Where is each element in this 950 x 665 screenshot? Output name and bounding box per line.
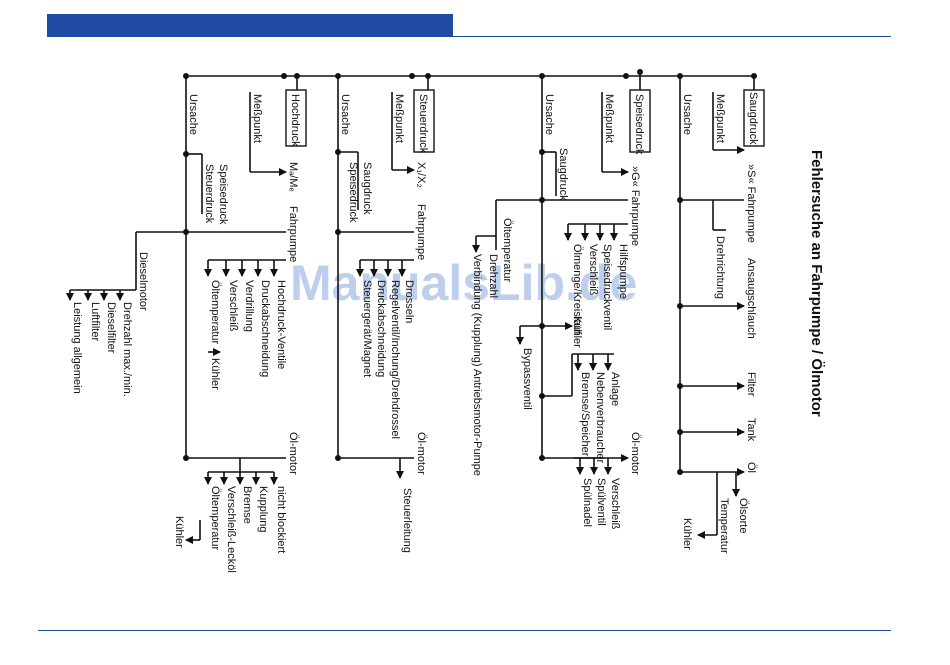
steuergeraet-label: Steuergerät/Magnet (361, 280, 373, 377)
anlage-label: Anlage (609, 372, 621, 406)
hochdruck-box-label: Hochdruck (289, 94, 301, 147)
speisedruckventil-label: Speisedruckventil (601, 244, 613, 330)
bypassventil-label: Bypassventil (521, 348, 533, 410)
oelsorte-label: Ölsorte (737, 498, 749, 533)
node (677, 303, 683, 309)
nicht-blockiert-label: nicht blockiert (275, 486, 287, 553)
hochdruckventile-label: Hochdruck-Ventile (275, 280, 287, 369)
tank-label: Tank (745, 418, 757, 442)
drehrichtung-label-col1: Drehrichtung (714, 236, 726, 299)
node (677, 469, 683, 475)
filter-label: Filter (745, 372, 757, 397)
header-rule (453, 36, 891, 37)
spuelventil-label: Spülventil (595, 478, 607, 526)
oel-label: Öl (745, 462, 757, 473)
bremsespeicher-label: Bremse/Speicher (579, 372, 591, 457)
ursache-label-col1: Ursache (681, 94, 693, 135)
node (183, 455, 189, 461)
node (677, 429, 683, 435)
verschleiss-label-col2: Verschleiß (587, 244, 599, 296)
node (677, 383, 683, 389)
drehzahl-label: Drehzahl (487, 254, 499, 298)
node (623, 73, 629, 79)
hilfspumpe-label: Hilfspumpe (617, 244, 629, 299)
mame-label: Mₐ/Mₑ (287, 162, 299, 192)
node (183, 151, 189, 157)
node (281, 73, 287, 79)
saugdruck-box-label: Saugdruck (747, 92, 759, 145)
node (409, 73, 415, 79)
node (539, 323, 545, 329)
hochdruck-box (285, 89, 307, 147)
verschleiss-leckoel-label: Verschleiß-Lecköl (225, 486, 237, 573)
saugdruck-label-col2: Saugdruck (557, 148, 569, 201)
fahrpumpe-label-col4: Fahrpumpe (287, 206, 299, 262)
oelmotor-label-col2: Öl-motor (629, 432, 641, 475)
ansaugschlauch-label: Ansaugschlauch (745, 258, 757, 339)
verdrillung-label: Verdrillung (243, 280, 255, 332)
regelventil-label: Regelventil/Inchung/Drehdrossel (389, 280, 401, 439)
s-fahrpumpe-label: »S« Fahrpumpe (745, 164, 757, 243)
leistung-label: Leistung allgemein (71, 302, 83, 394)
kuehler-label-col4: Kühler (209, 358, 221, 390)
druckabschneidung-label-col4: Druckabschneidung (259, 280, 271, 377)
dieselmotor-label: Dieselmotor (137, 252, 149, 311)
node (335, 455, 341, 461)
steuerdruck-box (413, 89, 435, 153)
steuerdruck-box-label: Steuerdruck (417, 94, 429, 154)
bremse-label: Bremse (241, 486, 253, 524)
page-title: Fehlersuche an Fahrpumpe / Ölmotor (808, 150, 825, 417)
speisedruck-box-label: Speisedruck (633, 94, 645, 155)
oeltemperatur-label-col4b: Öltemperatur (209, 486, 221, 551)
kuehler-label-col1: Kühler (681, 518, 693, 550)
g-fahrpumpe-label: »G« Fahrpumpe (629, 166, 641, 246)
node (539, 197, 545, 203)
oelmenge-label: Ölmenge/Kreislauf (571, 244, 583, 335)
node (539, 393, 545, 399)
steuerleitung-label: Steuerleitung (401, 488, 413, 553)
steuerdruck-label-col4: Steuerdruck (203, 164, 215, 224)
header-bar (47, 14, 453, 37)
verbindung-label: Verbindung (Kupplung) Antriebsmotor-Pump… (471, 254, 483, 476)
kuehler-label-col2: Kühler (571, 316, 583, 348)
kupplung-label: Kupplung (257, 486, 269, 533)
oelmotor-label-col4: Öl-motor (287, 432, 299, 475)
node (183, 229, 189, 235)
drehzahl-max-label: Drehzahl max./min. (121, 302, 133, 397)
node (539, 149, 545, 155)
messpunkt-label-col4: Meßpunkt (251, 94, 263, 143)
node (335, 229, 341, 235)
speisedruck-label-col4: Speisedruck (217, 164, 229, 225)
messpunkt-label-col1: Meßpunkt (714, 94, 726, 143)
node (335, 149, 341, 155)
verschleiss-label-col2b: Verschleiß (609, 478, 621, 530)
druckabschneidung-label-col3: Druckabschneidung (375, 280, 387, 377)
oelmotor-label-col3: Öl-motor (415, 432, 427, 475)
kuehler-label-col4b: Kühler (173, 516, 185, 548)
speisedruck-label-col3: Speisedruck (347, 162, 359, 223)
fahrpumpe-label-col3: Fahrpumpe (415, 204, 427, 260)
drosseln-label: Drosseln (403, 280, 415, 323)
node (677, 197, 683, 203)
footer-rule (38, 630, 891, 631)
spuelnadel-label: Spülnadel (581, 478, 593, 527)
dieselfilter-label: Dieselfilter (105, 302, 117, 354)
saugdruck-label-col3: Saugdruck (361, 162, 373, 215)
messpunkt-label-col2: Meßpunkt (603, 94, 615, 143)
oeltemperatur-label-col2: Öltemperatur (501, 218, 513, 283)
ursache-label-col4: Ursache (187, 94, 199, 135)
messpunkt-label-col3: Meßpunkt (393, 94, 405, 143)
x1x2-label: X₁/X₂ (415, 162, 427, 188)
ursache-label-col3: Ursache (339, 94, 351, 135)
temperatur-label: Temperatur (718, 498, 730, 554)
ursache-label-col2: Ursache (543, 94, 555, 135)
verschleiss-label-col4: Verschleiß (227, 280, 239, 332)
nebenverbraucher-label: Nebenverbraucher (594, 372, 606, 463)
node (539, 455, 545, 461)
luftfilter-label: Luftfilter (89, 302, 101, 341)
watermark: ManualsLib.de (290, 255, 637, 311)
oeltemperatur-label-col4: Öltemperatur (209, 280, 221, 345)
